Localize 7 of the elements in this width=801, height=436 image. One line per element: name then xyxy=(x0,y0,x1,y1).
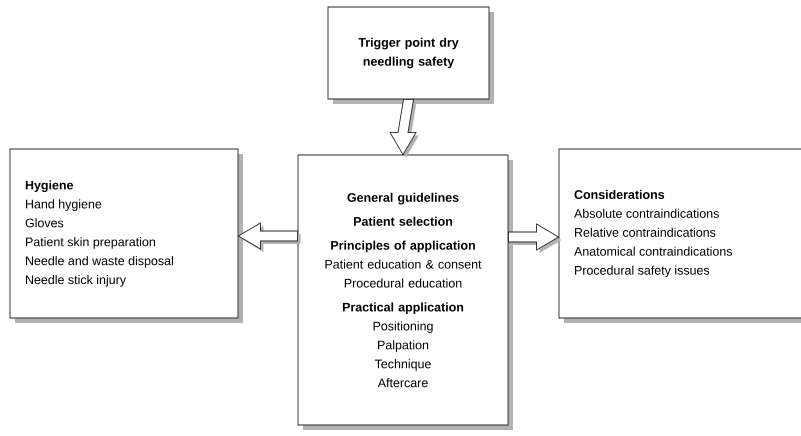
considerations-box: Considerations Absolute contraindications Relative contraindications Anatomical contraindications Procedural safety issues xyxy=(558,148,801,323)
block-arrow xyxy=(238,222,301,252)
block-arrow xyxy=(389,99,419,158)
title-box: Trigger point dry needling safety xyxy=(328,6,494,104)
guidelines-box: General guidelines Patient selection Principles of application Patient education & consent Procedural education Practical application Positioning Palpation Technique Aftercare xyxy=(298,154,513,430)
hygiene-box: Hygiene Hand hygiene Gloves Patient skin preparation Needle and waste disposal Needle stick injury xyxy=(10,148,243,323)
block-arrow xyxy=(508,223,562,253)
